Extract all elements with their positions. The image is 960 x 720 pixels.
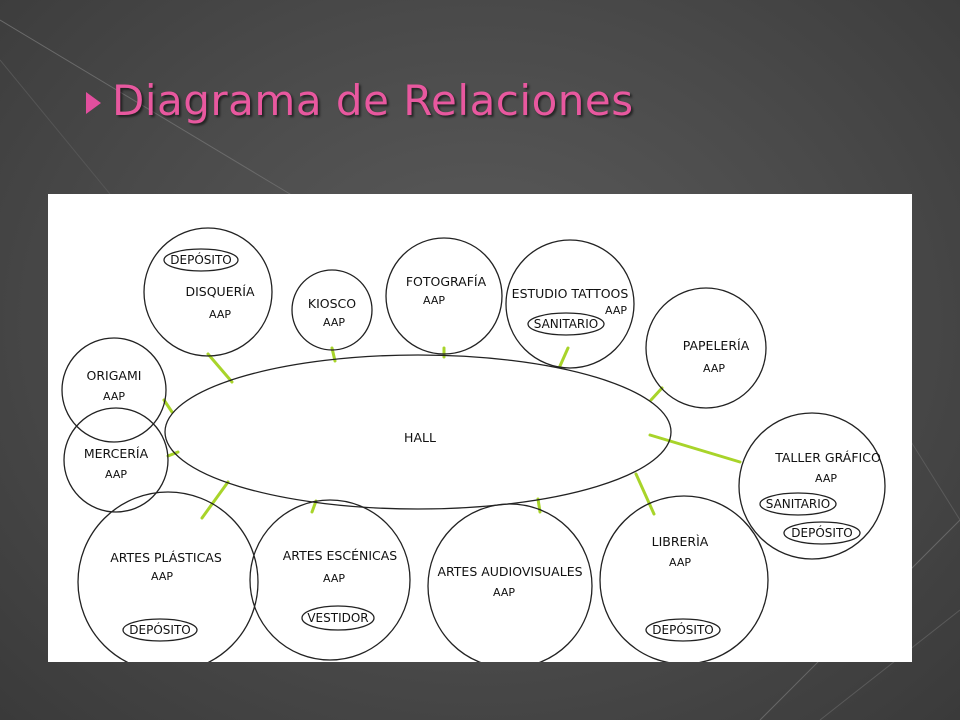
link-papeleria	[649, 386, 664, 402]
node-libreria-name: LIBRERÌA	[652, 534, 709, 549]
node-merceria: MERCERÍA AAP	[63, 407, 169, 513]
node-fotografia-circle	[385, 237, 503, 355]
tag-deposito-label: DEPÓSITO	[170, 252, 231, 267]
node-disqueria-code: AAP	[209, 308, 231, 321]
hall-label: HALL	[404, 430, 436, 445]
tag-deposito-label: DEPÓSITO	[129, 622, 190, 637]
node-taller-grafico-code: AAP	[815, 472, 837, 485]
node-artes-plasticas-circle	[77, 491, 259, 662]
tag-deposito-ring	[163, 248, 239, 272]
connector-links	[162, 346, 742, 520]
node-artes-audiovisuales-circle	[427, 503, 593, 662]
link-artes-plasticas	[200, 480, 230, 520]
node-fotografia-code: AAP	[423, 294, 445, 307]
tag-vestidor-ring	[301, 605, 375, 631]
node-disqueria: DEPÓSITO DISQUERÍA AAP	[143, 227, 273, 357]
node-libreria-circle	[599, 495, 769, 662]
link-libreria	[634, 472, 656, 516]
node-artes-audiovisuales-code: AAP	[493, 586, 515, 599]
tag-deposito-ring	[783, 521, 861, 545]
node-disqueria-circle	[143, 227, 273, 357]
relations-diagram: HALL DEPÓSITO DISQUERÍA AAP KIOSCO AAP F…	[61, 227, 886, 662]
node-taller-grafico: TALLER GRÁFICO AAP SANITARIO DEPÓSITO	[738, 412, 886, 560]
node-artes-plasticas-code: AAP	[151, 570, 173, 583]
hall-node: HALL	[164, 354, 672, 510]
tag-sanitario-label: SANITARIO	[534, 317, 599, 331]
node-merceria-circle	[63, 407, 169, 513]
node-taller-grafico-circle	[738, 412, 886, 560]
title-bullet-icon	[86, 92, 101, 114]
tag-sanitario-ring	[527, 312, 605, 336]
tag-vestidor-label: VESTIDOR	[307, 611, 368, 625]
node-artes-plasticas: ARTES PLÁSTICAS AAP DEPÓSITO	[77, 491, 259, 662]
node-artes-plasticas-name: ARTES PLÁSTICAS	[110, 550, 222, 565]
link-estudio-tattoos	[558, 346, 570, 368]
node-libreria-code: AAP	[669, 556, 691, 569]
node-kiosco-code: AAP	[323, 316, 345, 329]
node-kiosco-name: KIOSCO	[308, 296, 356, 311]
tag-deposito-label: DEPÓSITO	[791, 525, 852, 540]
node-kiosco: KIOSCO AAP	[291, 269, 373, 351]
node-fotografia-name: FOTOGRAFÍA	[406, 274, 487, 289]
node-kiosco-circle	[291, 269, 373, 351]
node-disqueria-name: DISQUERÍA	[185, 284, 255, 299]
tag-sanitario-ring	[759, 492, 837, 516]
node-papeleria-circle	[645, 287, 767, 409]
node-artes-audiovisuales: ARTES AUDIOVISUALES AAP	[427, 503, 593, 662]
node-origami: ORIGAMI AAP	[61, 337, 167, 443]
node-papeleria-name: PAPELERÍA	[683, 338, 750, 353]
node-libreria: LIBRERÌA AAP DEPÓSITO	[599, 495, 769, 662]
tag-deposito-ring	[645, 618, 721, 642]
diagram-panel: HALL DEPÓSITO DISQUERÍA AAP KIOSCO AAP F…	[48, 194, 912, 662]
link-origami	[162, 398, 174, 414]
node-estudio-tattoos-name: ESTUDIO TATTOOS	[512, 286, 629, 301]
link-taller-grafico	[648, 433, 742, 464]
node-estudio-tattoos-circle	[505, 239, 635, 369]
hall-ellipse	[164, 354, 672, 510]
node-artes-audiovisuales-name: ARTES AUDIOVISUALES	[437, 564, 582, 579]
node-fotografia: FOTOGRAFÍA AAP	[385, 237, 503, 355]
tag-sanitario-label: SANITARIO	[766, 497, 831, 511]
node-origami-name: ORIGAMI	[87, 368, 142, 383]
node-estudio-tattoos: ESTUDIO TATTOOS AAP SANITARIO	[505, 239, 635, 369]
node-artes-escenicas: ARTES ESCÉNICAS AAP VESTIDOR	[249, 499, 411, 661]
node-papeleria-code: AAP	[703, 362, 725, 375]
tag-deposito-ring	[122, 618, 198, 642]
slide-title: Diagrama de Relaciones	[112, 76, 634, 125]
node-taller-grafico-name: TALLER GRÁFICO	[774, 450, 881, 465]
node-merceria-code: AAP	[105, 468, 127, 481]
node-origami-code: AAP	[103, 390, 125, 403]
node-artes-escenicas-circle	[249, 499, 411, 661]
node-artes-escenicas-name: ARTES ESCÉNICAS	[283, 548, 398, 563]
node-papeleria: PAPELERÍA AAP	[645, 287, 767, 409]
node-estudio-tattoos-code: AAP	[605, 304, 627, 317]
link-disqueria	[206, 352, 234, 384]
node-artes-escenicas-code: AAP	[323, 572, 345, 585]
node-origami-circle	[61, 337, 167, 443]
link-merceria	[166, 450, 180, 458]
node-merceria-name: MERCERÍA	[84, 446, 149, 461]
tag-deposito-label: DEPÓSITO	[652, 622, 713, 637]
